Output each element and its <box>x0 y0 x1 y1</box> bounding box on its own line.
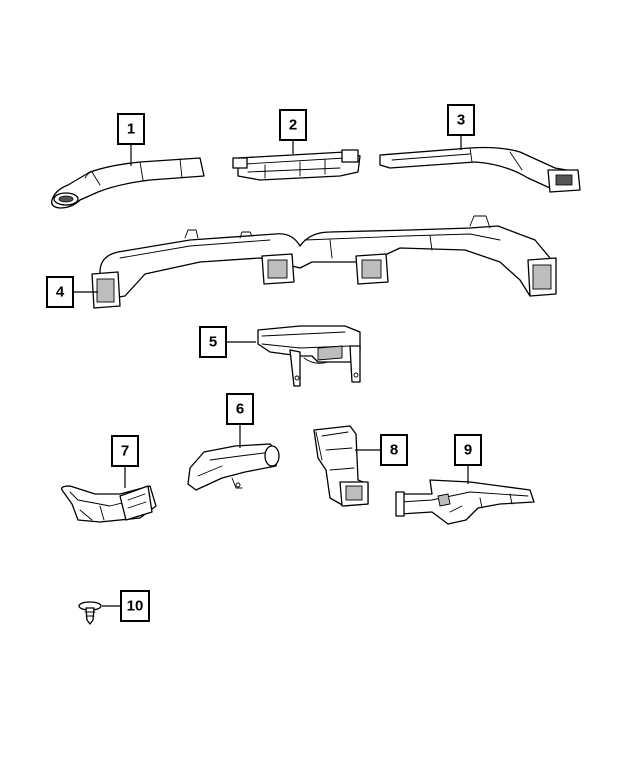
part-2-duct <box>232 149 361 181</box>
part-8-duct <box>313 425 369 507</box>
leader-lines <box>73 135 469 607</box>
callout-3-label: 3 <box>457 112 465 129</box>
part-7-duct <box>61 485 157 523</box>
part-5-duct <box>257 325 361 387</box>
callout-1: 1 <box>117 113 145 145</box>
callout-8-label: 8 <box>390 442 398 459</box>
callout-4: 4 <box>46 276 74 308</box>
callout-1-label: 1 <box>127 121 135 138</box>
callout-5-label: 5 <box>209 334 217 351</box>
part-6-duct <box>187 443 280 491</box>
callout-7-label: 7 <box>121 443 129 460</box>
callout-4-label: 4 <box>56 284 65 301</box>
callout-6: 6 <box>226 393 254 425</box>
part-4-main-duct <box>91 215 557 309</box>
callout-2-label: 2 <box>289 117 297 134</box>
part-9-duct <box>395 479 535 525</box>
part-10-push-pin <box>78 601 102 625</box>
part-3-duct <box>379 146 581 193</box>
callout-3: 3 <box>447 104 475 136</box>
callout-5: 5 <box>199 326 227 358</box>
callout-9: 9 <box>454 434 482 466</box>
callout-2: 2 <box>279 109 307 141</box>
callout-10: 10 <box>120 590 150 622</box>
callout-10-label: 10 <box>127 598 144 615</box>
part-1-duct <box>51 157 205 209</box>
callout-7: 7 <box>111 435 139 467</box>
callout-9-label: 9 <box>464 442 472 459</box>
callout-6-label: 6 <box>236 401 244 418</box>
callout-8: 8 <box>380 434 408 466</box>
